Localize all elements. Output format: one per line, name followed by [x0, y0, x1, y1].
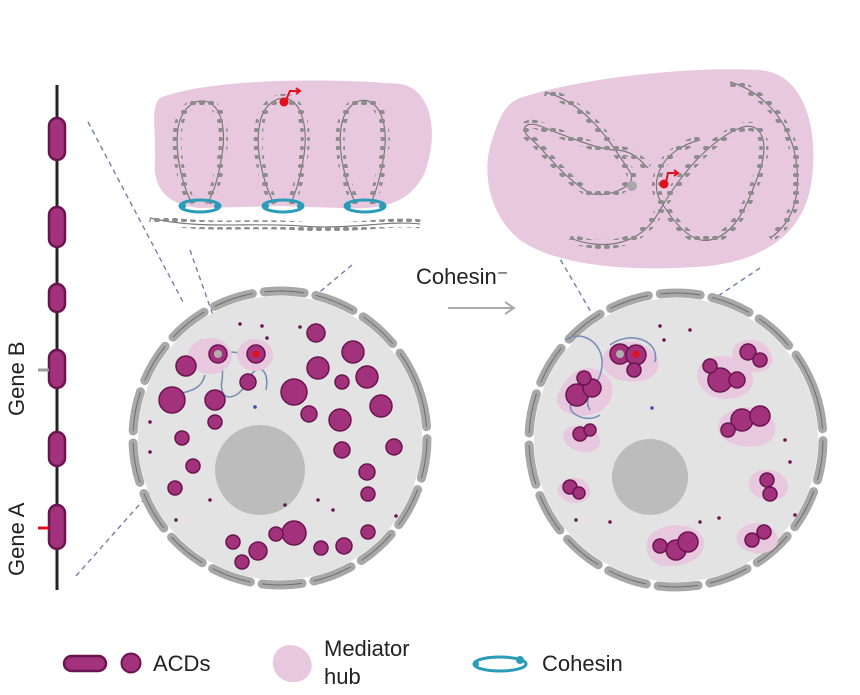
acd: [583, 423, 597, 437]
acd: [749, 405, 771, 427]
nucleus-cohesin-depleted: [524, 288, 828, 592]
cohesin-depleted-panel: [487, 69, 814, 269]
acd: [677, 531, 699, 553]
acd: [360, 524, 376, 540]
legend-mediator-line2: hub: [324, 664, 361, 689]
acd: [167, 480, 183, 496]
acd: [185, 458, 201, 474]
acd: [728, 371, 746, 389]
mediator-legend-icon: [272, 645, 312, 683]
acd: [752, 352, 768, 368]
acd-segment: [47, 503, 67, 551]
acd-legend-icon: [120, 652, 142, 674]
acd: [720, 422, 736, 438]
legend-cohesin-label: Cohesin: [542, 651, 623, 676]
acd: [313, 540, 329, 556]
legend-acds-label: ACDs: [153, 651, 211, 676]
acd: [385, 438, 403, 456]
acd: [572, 486, 586, 500]
acd: [300, 405, 318, 423]
nucleus-wild-type: [128, 286, 432, 590]
acd: [341, 340, 365, 364]
acd: [306, 356, 330, 380]
acd-segment: [47, 282, 67, 314]
legend: [62, 645, 528, 683]
acd: [756, 524, 772, 540]
acd: [204, 389, 226, 411]
mediator-hub: [487, 69, 814, 269]
acd: [652, 538, 668, 554]
acd: [328, 408, 352, 432]
transition-label: Cohesin⁻: [416, 264, 509, 289]
cohesin-loops-panel: [148, 80, 432, 232]
acd-segment: [47, 430, 67, 468]
acd: [333, 441, 351, 459]
acd: [360, 486, 376, 502]
acd: [369, 394, 393, 418]
acd: [759, 472, 775, 488]
acd: [158, 386, 186, 414]
acd: [744, 532, 760, 548]
acd: [335, 537, 353, 555]
acd-segment: [47, 348, 67, 390]
acd: [225, 534, 241, 550]
acd: [239, 373, 257, 391]
acd: [739, 343, 757, 361]
acd: [355, 365, 379, 389]
mediator-hub: [154, 80, 432, 209]
acd: [358, 463, 376, 481]
acd: [576, 370, 592, 386]
acd-segment: [47, 116, 67, 162]
acd: [702, 358, 718, 374]
acd: [268, 526, 284, 542]
acd-segment: [47, 205, 67, 249]
gene-b-label: Gene B: [4, 341, 29, 416]
promoter-arrow: [279, 87, 302, 107]
acd: [175, 355, 197, 377]
legend-mediator-line1: Mediator: [324, 636, 410, 661]
acd: [306, 323, 326, 343]
gene-a-label: Gene A: [4, 502, 29, 576]
acd: [281, 520, 307, 546]
acd: [248, 541, 268, 561]
nucleolus: [612, 439, 688, 515]
transition-arrow: [448, 301, 516, 315]
acd-segment-legend-icon: [62, 654, 108, 673]
acd: [280, 378, 308, 406]
nucleolus: [215, 425, 305, 515]
acd: [234, 554, 250, 570]
acd: [334, 374, 350, 390]
promoter-arrow: [659, 169, 680, 189]
acd: [626, 362, 642, 378]
chromosome-track: [38, 85, 67, 590]
acd: [762, 486, 778, 502]
cohesin-legend-icon: [472, 655, 528, 673]
acd: [174, 430, 190, 446]
acd: [207, 414, 223, 430]
